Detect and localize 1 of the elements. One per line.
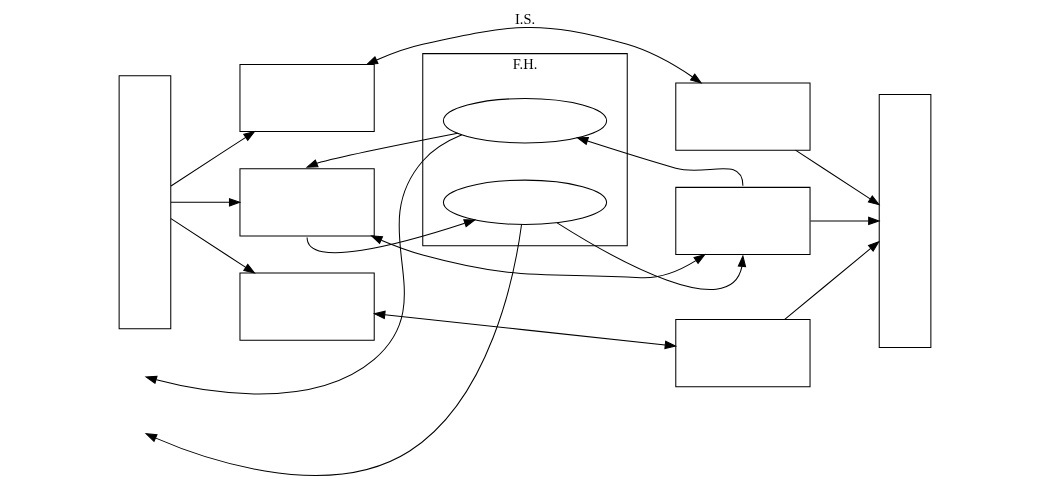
edge-label: I.S.	[514, 10, 536, 27]
